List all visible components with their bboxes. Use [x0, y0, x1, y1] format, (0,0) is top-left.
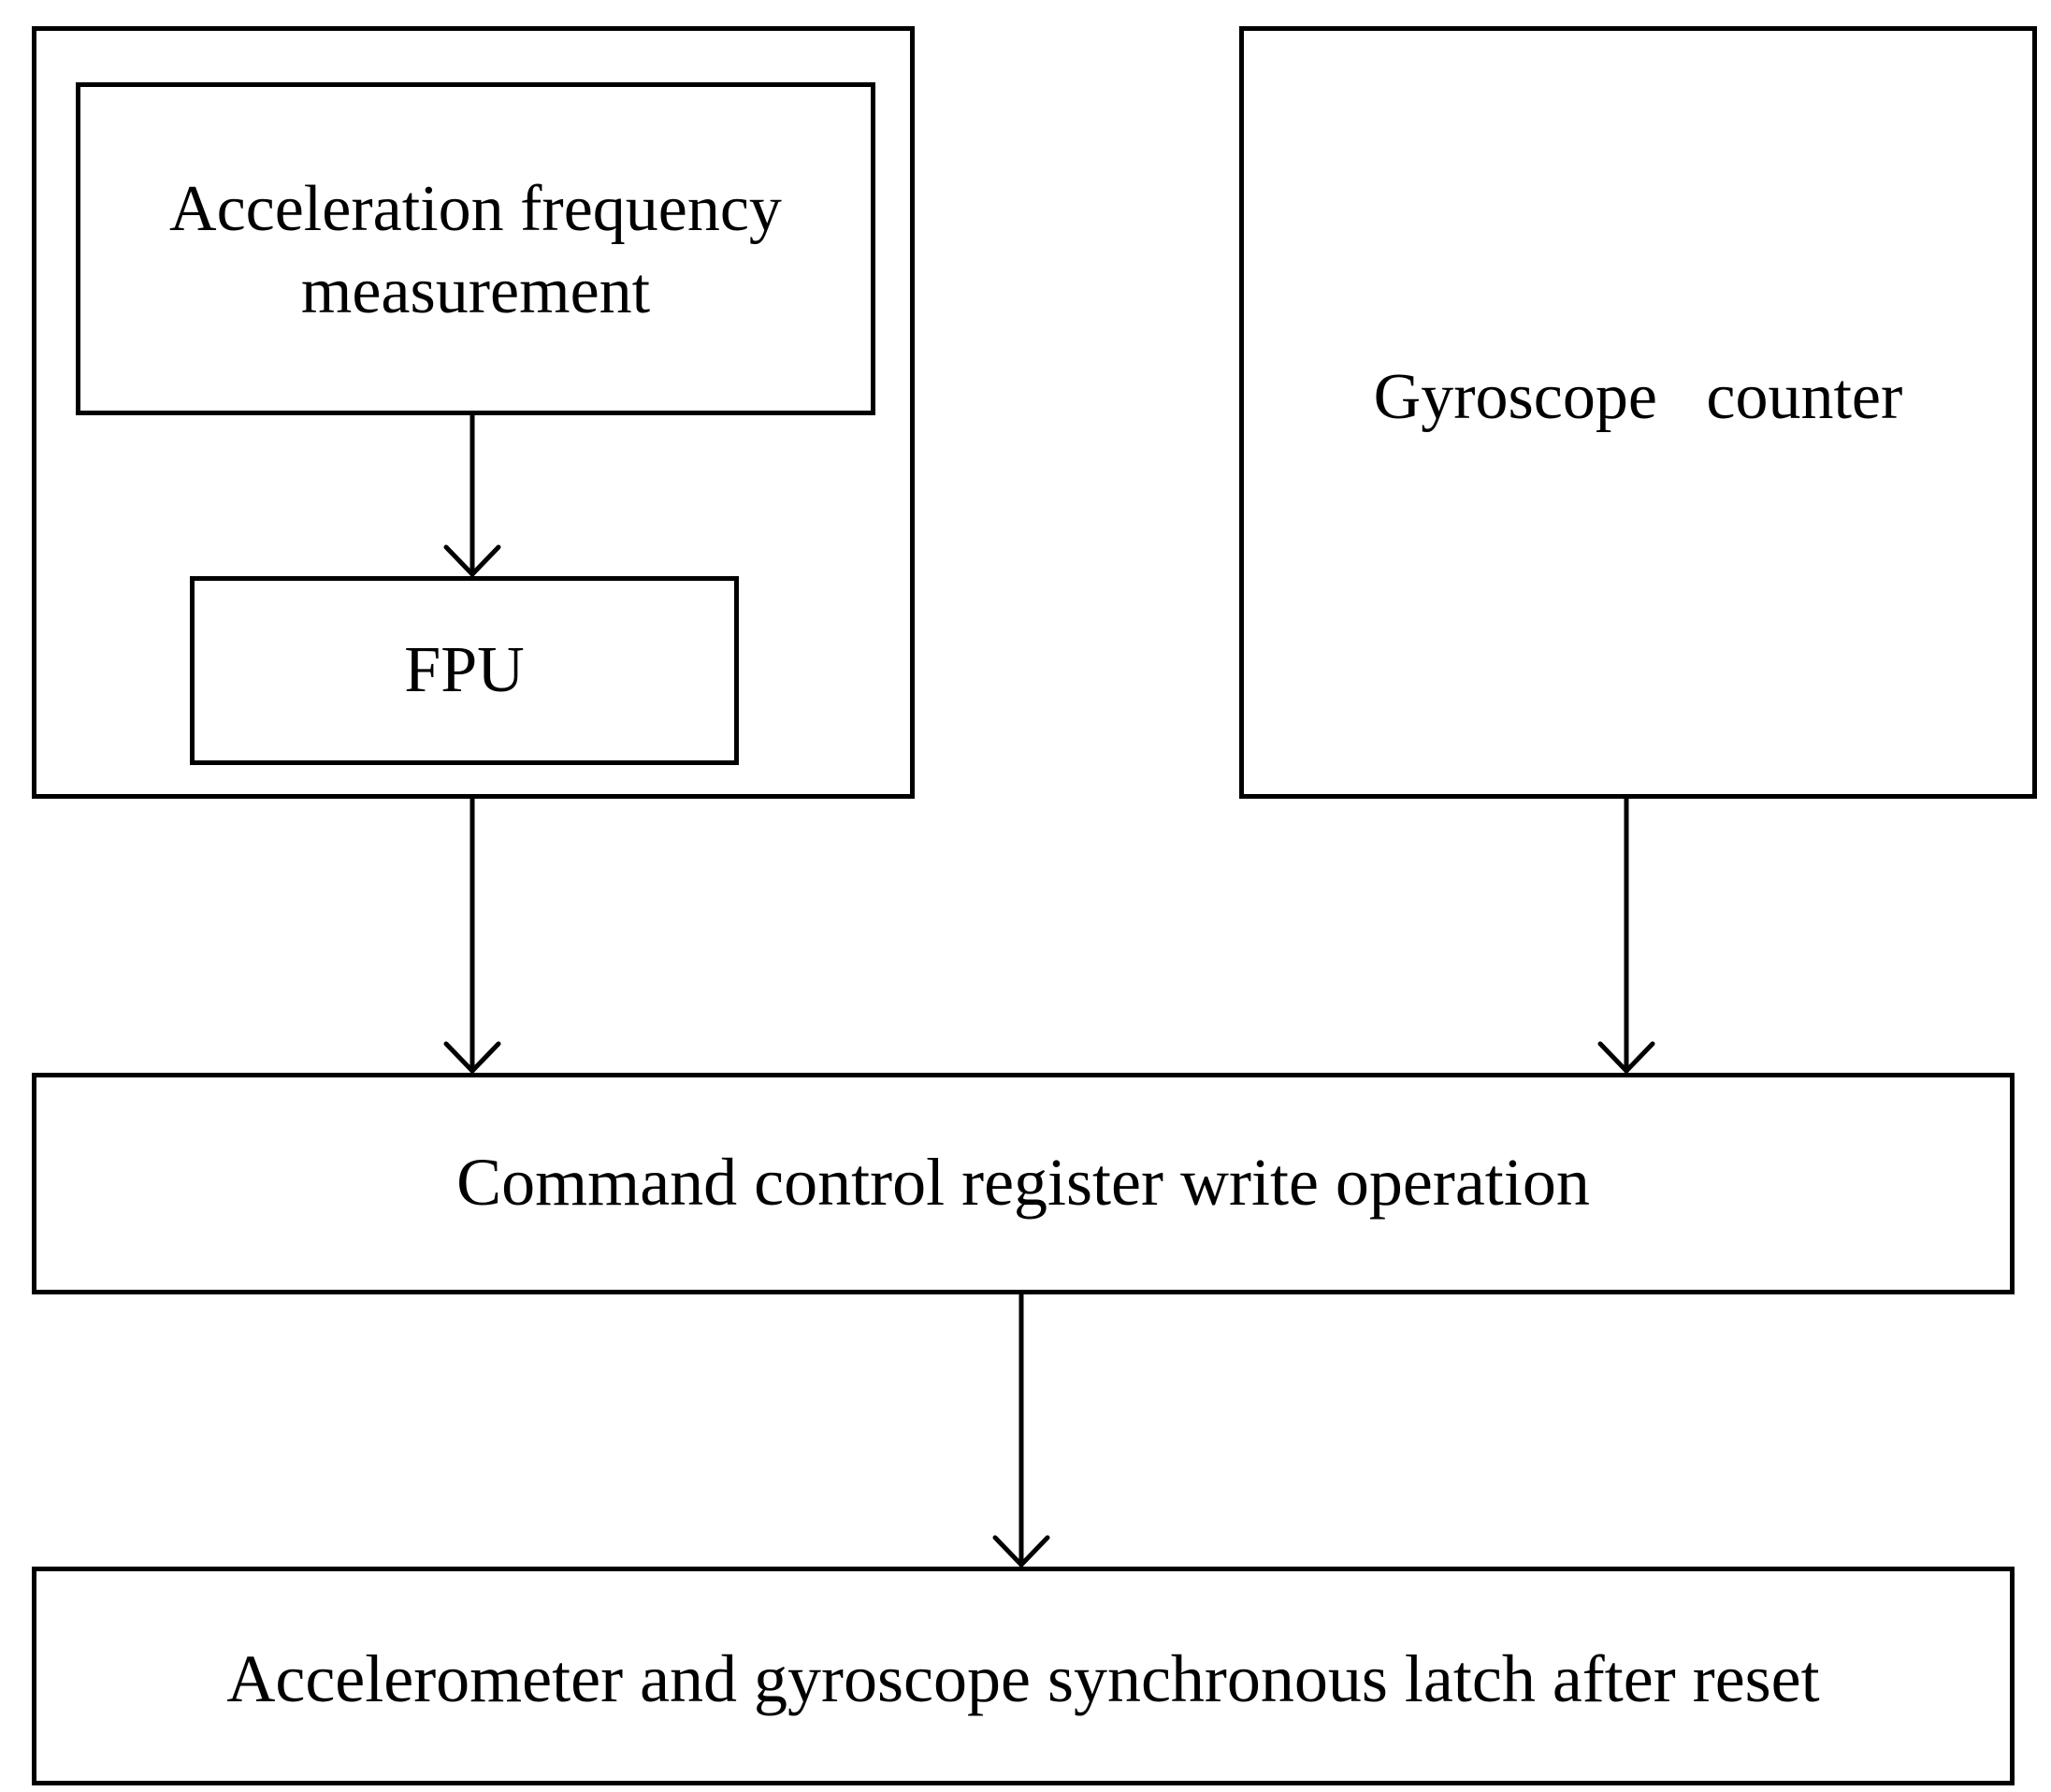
gyroscope-counter-box: Gyroscope counter	[1239, 26, 2037, 799]
fpu-box: FPU	[190, 576, 739, 765]
accel-freq-measurement-box: Acceleration frequency measurement	[76, 82, 875, 415]
arrow-gyroscope-to-command	[1597, 796, 1655, 1075]
accel-freq-label-line1: Acceleration frequency	[169, 173, 782, 245]
command-register-box: Command control register write operation	[32, 1073, 2015, 1294]
sync-latch-label: Accelerometer and gyroscope synchronous …	[226, 1641, 1820, 1716]
gyroscope-counter-label: Gyroscope counter	[1373, 361, 1903, 433]
fpu-label: FPU	[404, 634, 525, 706]
arrow-accel-to-fpu	[443, 412, 501, 578]
command-register-label: Command control register write operation	[456, 1145, 1590, 1220]
sync-latch-box: Accelerometer and gyroscope synchronous …	[32, 1567, 2015, 1785]
arrow-accel-group-to-command	[443, 796, 501, 1075]
accel-freq-label-line2: measurement	[300, 255, 651, 327]
accel-freq-label: Acceleration frequency measurement	[80, 168, 871, 333]
arrow-command-to-latch	[992, 1292, 1050, 1568]
